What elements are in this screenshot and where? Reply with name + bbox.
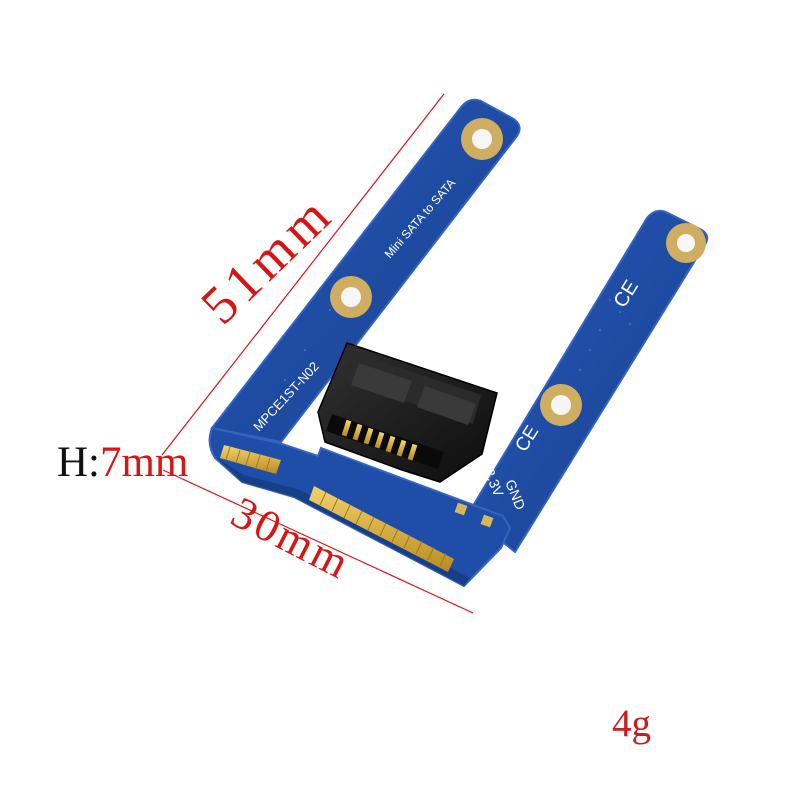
length-guide-line (161, 93, 445, 456)
mounting-hole-center (677, 234, 695, 252)
weight-label: 4g (612, 702, 651, 745)
height-prefix: H: (57, 439, 100, 486)
power-pads (454, 502, 494, 528)
height-dimension-label: H:7mm (57, 438, 188, 487)
width-guide-line (162, 469, 474, 614)
board-edge-shadow (215, 457, 470, 586)
dimension-guides (161, 93, 474, 614)
mounting-holes (330, 118, 706, 426)
edge-connector-fingers (220, 445, 454, 572)
board-arm-right (466, 209, 709, 554)
height-value: 7mm (100, 439, 189, 486)
adapter-board (208, 98, 709, 588)
board-body (208, 426, 512, 588)
mounting-hole-center (551, 395, 571, 415)
board-arm-left (210, 98, 521, 444)
mounting-hole-center (472, 129, 492, 149)
sata-connector (317, 342, 498, 483)
mounting-hole-center (341, 287, 361, 307)
